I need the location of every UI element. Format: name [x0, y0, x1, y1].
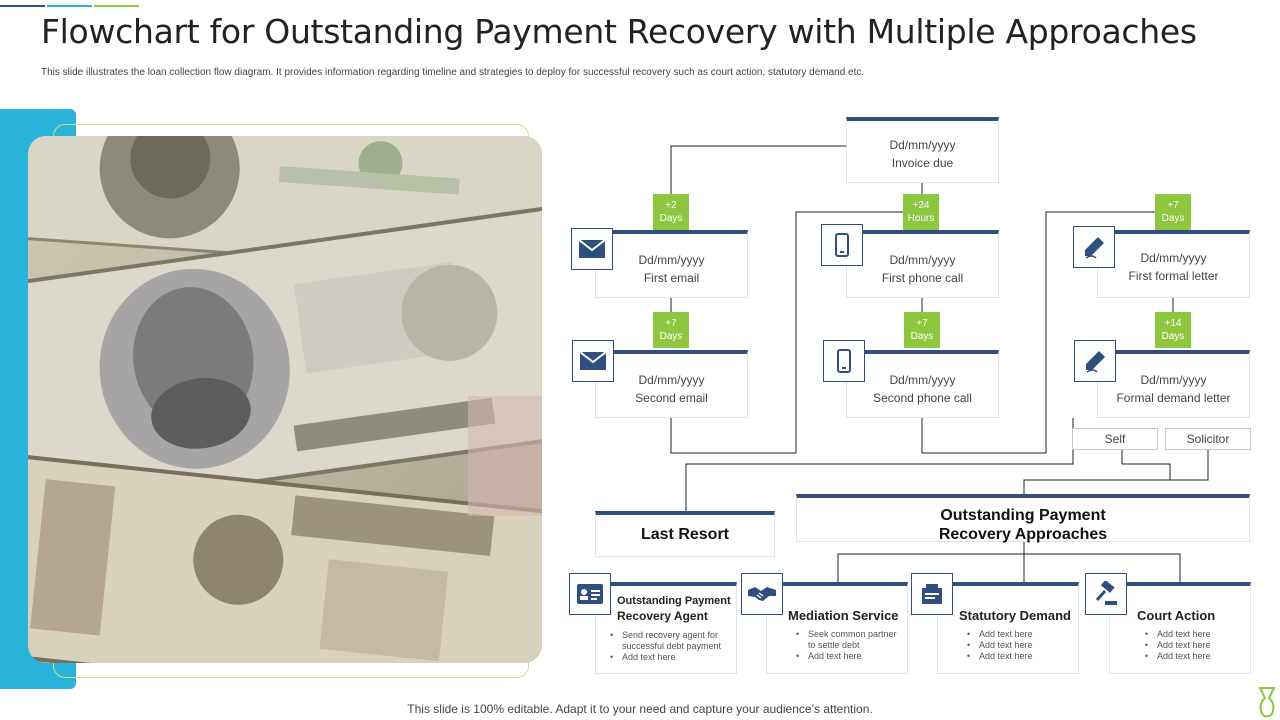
phone-icon	[821, 224, 863, 266]
list-item: Add text here	[1143, 629, 1248, 640]
handshake-icon	[741, 573, 783, 615]
step-second-email: Dd/mm/yyyy Second email	[595, 350, 748, 418]
footer-note: This slide is 100% editable. Adapt it to…	[0, 702, 1280, 716]
card-mediation-service: Mediation Service Seek common partner to…	[766, 582, 908, 674]
step-label: Second email	[596, 389, 747, 407]
step-date: Dd/mm/yyyy	[596, 371, 747, 389]
card-title: Court Action	[1137, 608, 1215, 623]
list-item: Add text here	[965, 640, 1075, 651]
invoice-date: Dd/mm/yyyy	[847, 136, 998, 154]
step-label: First formal letter	[1098, 267, 1249, 285]
last-resort-box: Last Resort	[595, 511, 775, 557]
card-statutory-demand: Statutory Demand Add text here Add text …	[937, 582, 1079, 674]
last-resort-label: Last Resort	[641, 526, 729, 543]
list-item: Seek common partner to settle debt	[794, 629, 904, 651]
card-bullets: Seek common partner to settle debt Add t…	[794, 629, 904, 662]
document-stamp-icon	[911, 573, 953, 615]
list-item: Add text here	[794, 651, 904, 662]
step-date: Dd/mm/yyyy	[847, 371, 998, 389]
invoice-due-box: Dd/mm/yyyy Invoice due	[846, 117, 999, 183]
card-title: Mediation Service	[788, 608, 899, 623]
list-item: Add text here	[965, 629, 1075, 640]
gavel-icon	[1085, 573, 1127, 615]
approaches-line-2: Recovery Approaches	[797, 525, 1249, 544]
list-item: Add text here	[1143, 651, 1248, 662]
step-first-formal-letter: Dd/mm/yyyy First formal letter	[1097, 230, 1250, 298]
step-label: First email	[596, 269, 747, 287]
envelope-icon	[572, 340, 614, 382]
card-court-action: Court Action Add text here Add text here…	[1109, 582, 1251, 674]
pen-writing-icon	[1073, 226, 1115, 268]
step-label: Formal demand letter	[1098, 389, 1249, 407]
card-recovery-agent: Outstanding Payment Recovery Agent Send …	[595, 582, 737, 674]
card-bullets: Add text here Add text here Add text her…	[1143, 629, 1248, 662]
brand-logo-icon	[1256, 684, 1278, 720]
invoice-label: Invoice due	[847, 154, 998, 172]
step-first-email: Dd/mm/yyyy First email	[595, 230, 748, 298]
step-label: Second phone call	[847, 389, 998, 407]
tag-self: Self	[1072, 428, 1158, 450]
approaches-line-1: Outstanding Payment	[797, 506, 1249, 525]
phone-icon	[823, 340, 865, 382]
step-date: Dd/mm/yyyy	[847, 251, 998, 269]
step-formal-demand-letter: Dd/mm/yyyy Formal demand letter	[1097, 350, 1250, 418]
step-date: Dd/mm/yyyy	[1098, 371, 1249, 389]
list-item: Send recovery agent for successful debt …	[608, 630, 738, 652]
envelope-icon	[571, 228, 613, 270]
list-item: Add text here	[965, 651, 1075, 662]
card-title: Statutory Demand	[959, 608, 1071, 623]
tag-solicitor: Solicitor	[1165, 428, 1251, 450]
step-second-phone-call: Dd/mm/yyyy Second phone call	[846, 350, 999, 418]
id-card-icon	[569, 573, 611, 615]
step-date: Dd/mm/yyyy	[1098, 249, 1249, 267]
list-item: Add text here	[1143, 640, 1248, 651]
card-bullets: Send recovery agent for successful debt …	[608, 630, 738, 663]
step-label: First phone call	[847, 269, 998, 287]
pen-writing-icon	[1074, 340, 1116, 382]
list-item: Add text here	[608, 652, 738, 663]
step-date: Dd/mm/yyyy	[596, 251, 747, 269]
step-first-phone-call: Dd/mm/yyyy First phone call	[846, 230, 999, 298]
recovery-approaches-box: Outstanding Payment Recovery Approaches	[796, 494, 1250, 542]
card-bullets: Add text here Add text here Add text her…	[965, 629, 1075, 662]
card-title: Outstanding Payment Recovery Agent	[617, 594, 742, 624]
